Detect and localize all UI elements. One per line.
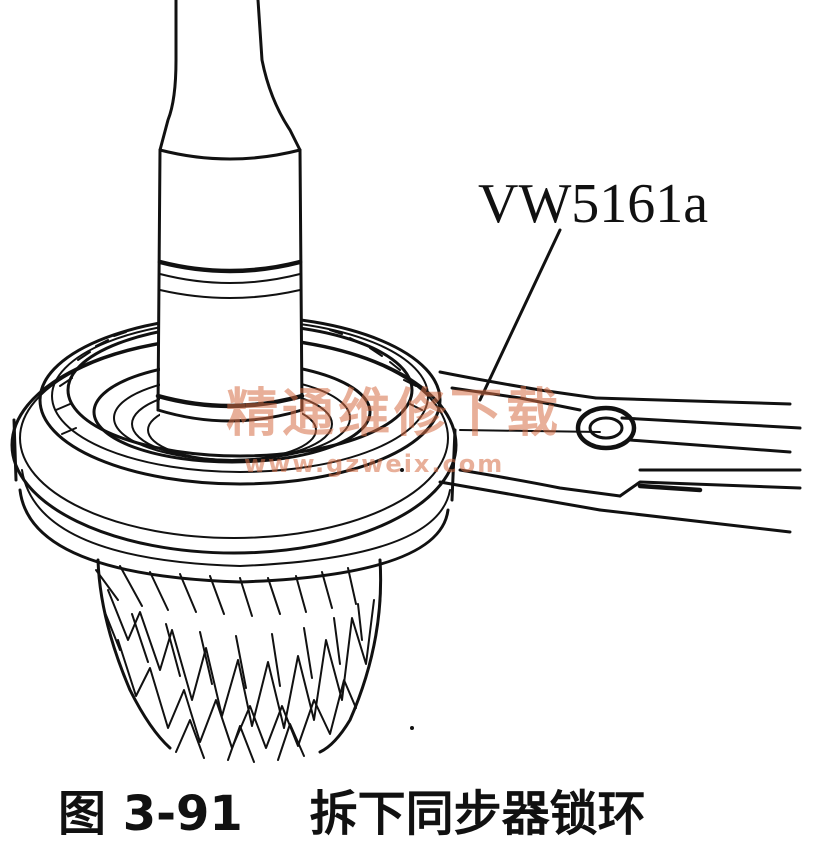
- watermark-url: www.gzweix.com: [244, 450, 505, 478]
- ink-speck: [400, 468, 404, 472]
- circlip-pliers: [438, 370, 802, 534]
- watermark-text: 精通维修下载: [226, 383, 563, 444]
- press-shaft: [155, 0, 305, 423]
- callout-leader-line: [478, 228, 562, 402]
- figure-caption: 图 3-91 拆下同步器锁环: [58, 786, 646, 842]
- ink-speck: [410, 726, 414, 730]
- gear-teeth: [95, 558, 383, 763]
- tool-label: VW5161a: [478, 173, 709, 235]
